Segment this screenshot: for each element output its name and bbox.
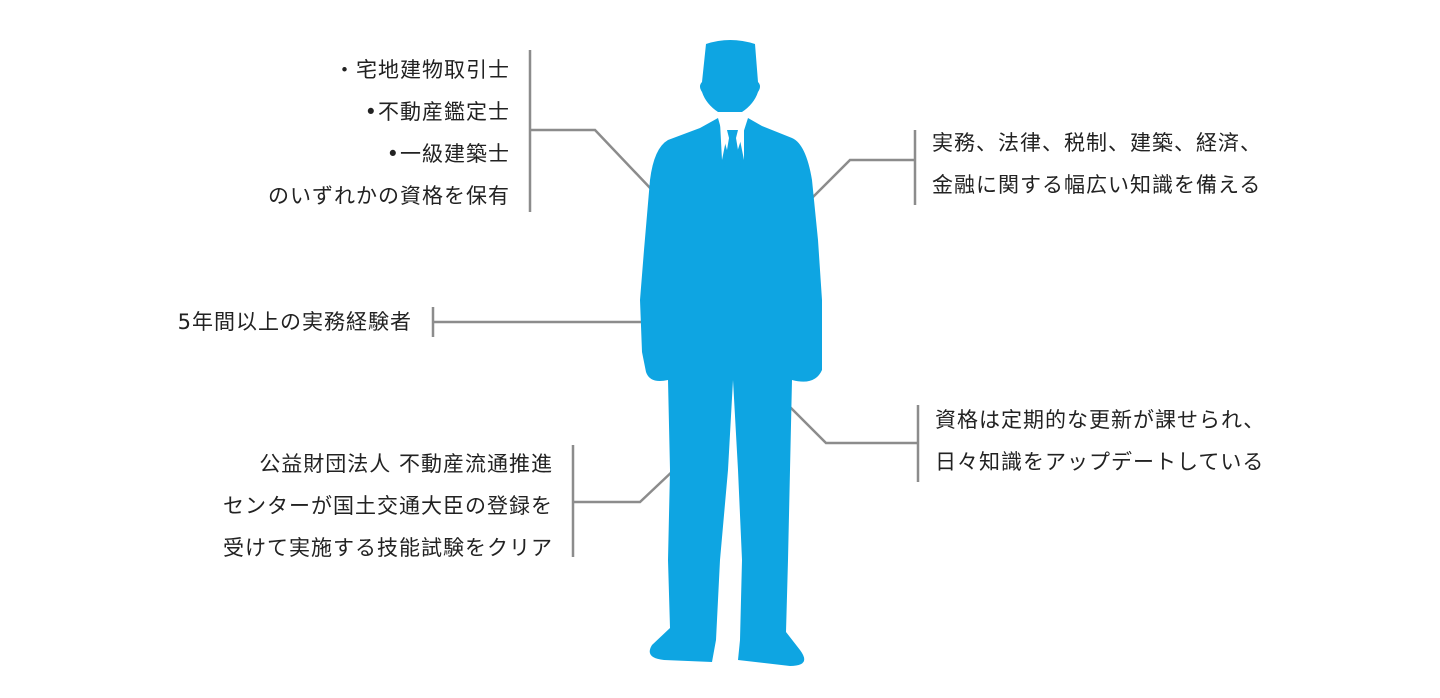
experience-annotation: 5年間以上の実務経験者 [178,301,412,343]
knowledge-annotation: 実務、法律、税制、建築、経済、 金融に関する幅広い知識を備える [932,122,1262,206]
annotation-line: 5年間以上の実務経験者 [177,310,412,334]
annotation-line: 金融に関する幅広い知識を備える [932,173,1262,197]
connector-knowledge [811,130,917,205]
annotation-line: センターが国土交通大臣の登録を [223,494,553,518]
connector-renewal [787,404,920,482]
annotation-line: •不動産鑑定士 [364,100,510,124]
annotation-line: 実務、法律、税制、建築、経済、 [932,131,1262,155]
connector-exam [571,445,677,557]
annotation-line: 受けて実施する技能試験をクリア [223,536,553,560]
exam-annotation: 公益財団法人 不動産流通推進 センターが国土交通大臣の登録を 受けて実施する技能… [223,443,553,569]
annotation-line: •一級建築士 [386,142,510,166]
annotation-line: のいずれかの資格を保有 [268,184,510,208]
annotation-line: 公益財団法人 不動産流通推進 [259,452,553,476]
qualifications-annotation: ・宅地建物取引士 •不動産鑑定士 •一級建築士 のいずれかの資格を保有 [268,49,510,217]
annotation-line: ・宅地建物取引士 [334,58,510,82]
connector-lines [431,50,920,557]
renewal-annotation: 資格は定期的な更新が課せられ、 日々知識をアップデートしている [935,399,1265,483]
annotation-line: 資格は定期的な更新が課せられ、 [935,408,1266,432]
connector-qualifications [528,50,653,212]
connector-experience [431,307,642,337]
annotation-line: 日々知識をアップデートしている [935,450,1265,474]
businessman-silhouette [640,40,822,666]
